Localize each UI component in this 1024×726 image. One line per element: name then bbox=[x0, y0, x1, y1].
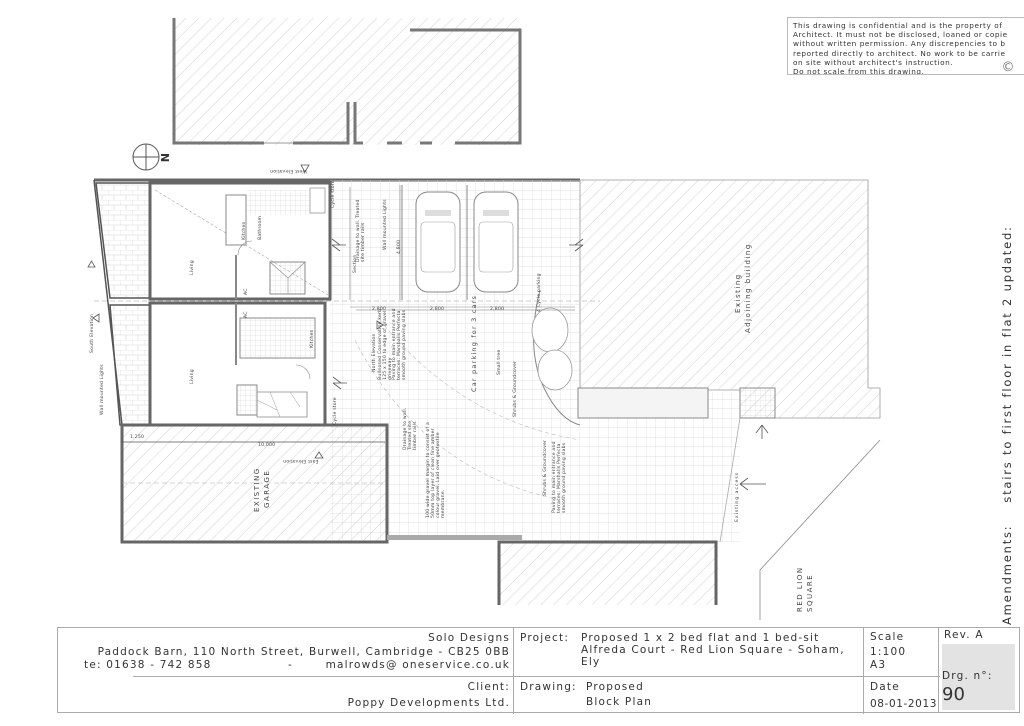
label-wall-lights-2: Wall mounted Lights bbox=[100, 364, 105, 415]
label-car-parking: Car parking for 3 cars bbox=[470, 294, 478, 392]
label-drainage-1: Drainage to wall. Treated site timber ra… bbox=[356, 199, 366, 262]
existing-garage bbox=[120, 423, 389, 544]
amendments-note: Amendments: stairs to first floor in fla… bbox=[1000, 225, 1014, 625]
revision-block: Rev. A Drg. n°: 90 bbox=[938, 627, 1020, 713]
label-shrubs-1: Shrubs & Groundcover bbox=[513, 360, 518, 417]
label-living-2: Living bbox=[190, 369, 195, 384]
flat-2-plan bbox=[148, 301, 327, 427]
car-2-icon bbox=[473, 191, 519, 293]
label-living-1: Living bbox=[190, 260, 195, 275]
dimension-4800: 4,800 bbox=[397, 239, 402, 254]
project-line-2: Alfreda Court - Red Lion Square - Soham, bbox=[581, 644, 845, 656]
label-drainage-2: Drainage to wall. Treated site timber ra… bbox=[403, 407, 418, 450]
label-kitchen-2: Kitchen bbox=[310, 329, 315, 348]
existing-building-north bbox=[172, 18, 522, 145]
west-elevation-marker bbox=[300, 164, 310, 173]
project-label: Project: bbox=[520, 632, 570, 644]
north-arrow-icon: N bbox=[132, 143, 171, 171]
project-line-3: Ely bbox=[581, 656, 601, 668]
drawing-label: Drawing: bbox=[520, 681, 577, 693]
dimension-2800b: 2,800 bbox=[430, 307, 445, 312]
drawing-line-2: Block Plan bbox=[586, 696, 653, 708]
label-existing-garage-1: EXISTING bbox=[253, 467, 261, 512]
company-email: malrowds@ oneservice.co.uk bbox=[325, 659, 510, 671]
revision-label: Rev. A bbox=[944, 629, 984, 641]
company-name: Solo Designs bbox=[428, 632, 510, 644]
svg-text:N: N bbox=[158, 153, 171, 162]
label-bathroom: Bathroom bbox=[258, 215, 263, 240]
date-label: Date bbox=[870, 681, 900, 693]
label-paving-1: Paving to main entrance and terraces: Ma… bbox=[392, 308, 407, 380]
label-west-elevation: West Elevation bbox=[270, 168, 307, 173]
contact-separator: - bbox=[288, 659, 293, 671]
label-section: Section bbox=[353, 254, 358, 273]
copyright-icon: © bbox=[1001, 59, 1015, 75]
label-ac-2: AC bbox=[244, 311, 249, 318]
notice-line: on site without architect's instruction. bbox=[793, 57, 954, 67]
label-paving-2: Paving to main entrance and terraces: Ma… bbox=[552, 441, 567, 513]
label-east-elevation: East Elevation bbox=[283, 458, 319, 463]
label-adjoining-1: Existing bbox=[734, 273, 742, 313]
date-value: 08-01-2013 bbox=[870, 698, 938, 710]
label-shrubs-2: Shrubs & Groundcover bbox=[543, 439, 548, 496]
company-phone: te: 01638 - 742 858 bbox=[84, 659, 212, 671]
notice-line: Architect. It must not be disclosed, loa… bbox=[793, 30, 1008, 40]
existing-building-south bbox=[497, 540, 718, 605]
scale-value: 1:100 bbox=[870, 646, 907, 658]
drawing-number-panel bbox=[942, 644, 1015, 710]
label-existing-access: Existing access bbox=[735, 471, 740, 522]
notice-line: This drawing is confidential and is the … bbox=[793, 21, 1003, 30]
label-existing-garage-2: GARAGE bbox=[263, 469, 271, 508]
label-cycle-store-1: Cycle store bbox=[331, 180, 336, 208]
label-red-lion-1: RED LION bbox=[796, 566, 804, 612]
label-small-tree: Small tree bbox=[497, 349, 502, 375]
label-cycle-store-2: Cycle store bbox=[333, 397, 338, 425]
dimension-10000: 10,000 bbox=[258, 443, 276, 448]
dimension-1250: 1,250 bbox=[130, 435, 145, 440]
label-south-elevation: South Elevation bbox=[90, 313, 95, 353]
amendments-label: Amendments: bbox=[1000, 524, 1014, 625]
paper-size: A3 bbox=[870, 659, 887, 671]
drawing-number: 90 bbox=[942, 684, 965, 705]
notice-line: without written permission. Any discrepe… bbox=[793, 39, 1006, 49]
drawing-number-label: Drg. n°: bbox=[942, 670, 993, 682]
client-name: Poppy Developments Ltd. bbox=[347, 697, 510, 709]
existing-adjoining-building bbox=[577, 179, 881, 419]
dimension-2800a: 2,800 bbox=[372, 307, 387, 312]
flat-1-plan bbox=[148, 181, 332, 301]
notice-line: reported directly to architect. No work … bbox=[793, 48, 1006, 58]
title-block: Solo Designs Paddock Barn, 110 North Str… bbox=[57, 627, 940, 714]
label-adjoining-2: Adjoining building bbox=[744, 243, 752, 333]
scale-label: Scale bbox=[870, 631, 905, 643]
drawing-line-1: Proposed bbox=[586, 681, 644, 693]
label-north-elevation: North Elevation bbox=[372, 333, 377, 372]
label-bullnosed-kerb: Bullnosed Conservation kerb 125 x 150 to… bbox=[378, 308, 393, 380]
dimension-2800c: 2,800 bbox=[490, 307, 505, 312]
label-gravel-margin: 100 wide gravel margin to consist of a 5… bbox=[426, 422, 446, 518]
label-ac-1: AC bbox=[244, 288, 249, 295]
amendments-text: stairs to first floor in flat 2 updated: bbox=[1000, 225, 1014, 503]
access-arrow-icons bbox=[331, 238, 769, 491]
company-address: Paddock Barn, 110 North Street, Burwell,… bbox=[97, 646, 510, 658]
label-red-lion-2: SQUARE bbox=[806, 573, 814, 612]
do-not-scale-note: Do not scale from this drawing. bbox=[793, 67, 925, 75]
car-1-icon bbox=[415, 191, 461, 293]
client-label: Client: bbox=[467, 681, 510, 693]
label-cycle-parking: 4 Cycle parking bbox=[537, 273, 542, 312]
project-line-1: Proposed 1 x 2 bed flat and 1 bed-sit bbox=[581, 632, 820, 644]
label-wall-lights-1: Wall mounted Lights bbox=[383, 199, 388, 250]
confidentiality-notice: This drawing is confidential and is the … bbox=[787, 17, 1024, 75]
label-kitchen-1: Kitchen bbox=[242, 221, 247, 240]
